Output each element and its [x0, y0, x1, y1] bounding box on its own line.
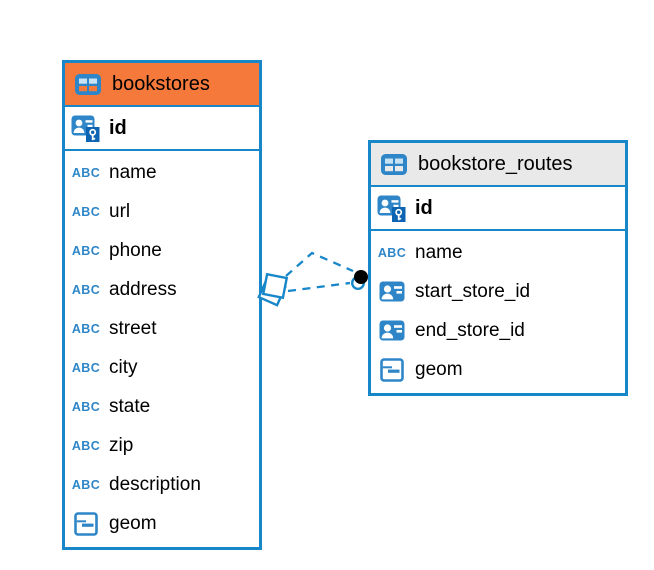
- column-row-start-store-id[interactable]: start_store_id: [371, 272, 625, 311]
- table-title: bookstore_routes: [418, 152, 573, 175]
- relationship-source-marker[interactable]: [257, 272, 289, 307]
- column-row-id[interactable]: id: [65, 107, 259, 151]
- column-row-name[interactable]: ABC name: [65, 153, 259, 192]
- column-name: url: [109, 200, 131, 222]
- column-row-description[interactable]: ABC description: [65, 465, 259, 504]
- relationship-line-upper[interactable]: [285, 251, 354, 277]
- text-type-icon: ABC: [71, 165, 101, 180]
- relationship-line-lower[interactable]: [287, 281, 351, 293]
- column-row-city[interactable]: ABC city: [65, 348, 259, 387]
- column-name: address: [109, 278, 177, 300]
- column-name: name: [415, 241, 463, 263]
- table-bookstore-routes-header[interactable]: bookstore_routes: [371, 143, 625, 187]
- reference-type-icon: [377, 320, 407, 341]
- column-name: end_store_id: [415, 319, 525, 341]
- text-type-icon: ABC: [71, 438, 101, 453]
- column-row-id[interactable]: id: [371, 187, 625, 231]
- primary-key-icon: [377, 195, 407, 222]
- relationship-lines[interactable]: [285, 251, 354, 293]
- column-row-address[interactable]: ABC address: [65, 270, 259, 309]
- table-bookstores-header[interactable]: bookstores: [65, 63, 259, 107]
- primary-key-icon: [71, 115, 101, 142]
- column-name: geom: [109, 512, 157, 534]
- column-row-phone[interactable]: ABC phone: [65, 231, 259, 270]
- column-name: street: [109, 317, 157, 339]
- column-row-geom[interactable]: geom: [65, 504, 259, 543]
- reference-type-icon: [377, 281, 407, 302]
- table-bookstores-columns: ABC name ABC url ABC phone ABC address A…: [65, 151, 259, 547]
- table-bookstores[interactable]: bookstores id ABC na: [62, 60, 262, 550]
- text-type-icon: ABC: [377, 245, 407, 260]
- geometry-type-icon: [71, 511, 101, 536]
- text-type-icon: ABC: [71, 399, 101, 414]
- column-name: id: [109, 116, 127, 139]
- table-title: bookstores: [112, 72, 210, 95]
- table-bookstore-routes-columns: ABC name start_store_id: [371, 231, 625, 393]
- column-row-name[interactable]: ABC name: [371, 233, 625, 272]
- column-row-url[interactable]: ABC url: [65, 192, 259, 231]
- text-type-icon: ABC: [71, 477, 101, 492]
- column-row-street[interactable]: ABC street: [65, 309, 259, 348]
- column-row-zip[interactable]: ABC zip: [65, 426, 259, 465]
- text-type-icon: ABC: [71, 282, 101, 297]
- column-name: name: [109, 161, 157, 183]
- text-type-icon: ABC: [71, 243, 101, 258]
- column-name: start_store_id: [415, 280, 531, 302]
- table-bookstore-routes[interactable]: bookstore_routes id ABC: [368, 140, 628, 396]
- table-icon: [379, 153, 409, 176]
- column-name: description: [109, 473, 201, 495]
- column-name: geom: [415, 358, 463, 380]
- column-row-geom[interactable]: geom: [371, 350, 625, 389]
- column-name: state: [109, 395, 151, 417]
- text-type-icon: ABC: [71, 204, 101, 219]
- column-name: phone: [109, 239, 162, 261]
- column-row-state[interactable]: ABC state: [65, 387, 259, 426]
- column-row-end-store-id[interactable]: end_store_id: [371, 311, 625, 350]
- table-icon: [73, 73, 103, 96]
- text-type-icon: ABC: [71, 360, 101, 375]
- text-type-icon: ABC: [71, 321, 101, 336]
- relationship-target-dot[interactable]: [351, 270, 368, 291]
- column-name: id: [415, 196, 433, 219]
- column-name: zip: [109, 434, 134, 456]
- column-name: city: [109, 356, 138, 378]
- geometry-type-icon: [377, 357, 407, 382]
